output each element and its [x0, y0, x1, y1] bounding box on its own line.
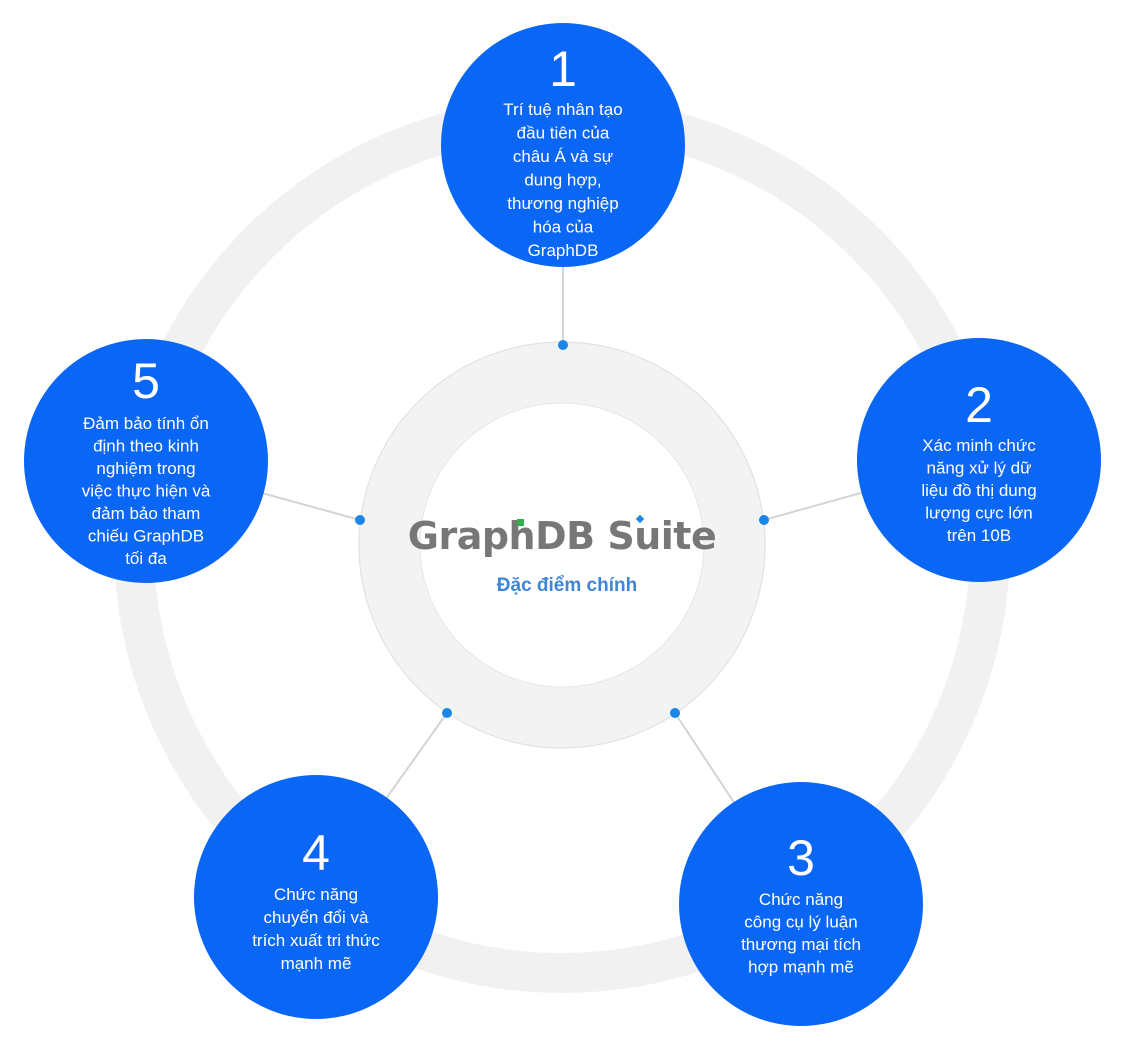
feature-number-1: 1	[549, 41, 577, 97]
feature-number-4: 4	[302, 825, 330, 881]
feature-5-line: định theo kinh	[93, 437, 199, 456]
feature-5-line: việc thực hiện và	[82, 482, 211, 501]
feature-2-line: Xác minh chức	[922, 436, 1036, 455]
connector-dot-4	[442, 708, 452, 718]
feature-2-line: lượng cực lớn	[925, 504, 1032, 523]
feature-description-4: Chức năng chuyển đổi và trích xuất tri thứ…	[252, 885, 380, 973]
feature-description-3: Chức năng công cụ lý luận thương mại tích h…	[741, 890, 861, 977]
feature-1-line: Trí tuệ nhân tạo	[503, 100, 622, 119]
feature-3-line: công cụ lý luận	[744, 913, 857, 932]
feature-description-5: Đảm bảo tính ổn định theo kinh nghiệm tron…	[82, 414, 211, 568]
feature-1-line: châu Á và sự	[513, 147, 613, 166]
feature-4-line: trích xuất tri thức	[252, 931, 380, 950]
feature-4-line: chuyển đổi và	[264, 908, 369, 927]
feature-number-5: 5	[132, 353, 160, 409]
feature-3-line: hợp mạnh mẽ	[748, 958, 854, 977]
graphdb-suite-logo: GraphDB Suite	[408, 514, 717, 558]
feature-5-line: tối đa	[125, 549, 167, 568]
feature-5-line: nghiệm trong	[96, 459, 195, 478]
feature-2-line: trên 10B	[947, 526, 1011, 545]
feature-4-line: Chức năng	[274, 885, 358, 904]
connector-dot-2	[759, 515, 769, 525]
feature-2-line: năng xử lý dữ	[927, 459, 1032, 478]
feature-circle-3	[679, 782, 923, 1026]
center-subtitle: Đặc điểm chính	[497, 575, 637, 596]
feature-circle-4	[194, 775, 438, 1019]
connector-dot-5	[355, 515, 365, 525]
feature-3-line: thương mại tích	[741, 935, 861, 954]
feature-description-1: Trí tuệ nhân tạo đầu tiên của châu Á và sự…	[503, 100, 622, 260]
feature-1-line: GraphDB	[528, 241, 599, 260]
feature-circle-1	[441, 23, 685, 267]
feature-2-line: liệu đồ thị dung	[921, 481, 1036, 500]
connector-dot-3	[670, 708, 680, 718]
center-circle	[419, 402, 705, 688]
feature-circle-2	[857, 338, 1101, 582]
feature-1-line: dung hợp,	[524, 171, 601, 190]
logo-green-mark	[517, 519, 524, 526]
feature-3-line: Chức năng	[759, 890, 843, 909]
feature-4-line: mạnh mẽ	[281, 954, 352, 973]
feature-5-line: chiếu GraphDB	[88, 527, 204, 546]
feature-1-line: hóa của	[533, 218, 594, 237]
feature-5-line: Đảm bảo tính ổn	[83, 414, 209, 433]
feature-description-2: Xác minh chức năng xử lý dữ liệu đồ thị du…	[921, 436, 1036, 545]
logo-text: GraphDB Suite	[408, 514, 716, 558]
logo-blue-mark	[635, 514, 645, 524]
feature-1-line: thương nghiệp	[507, 194, 618, 213]
feature-5-line: đảm bảo tham	[92, 504, 201, 523]
feature-circle-5	[24, 339, 268, 583]
connector-dot-1	[558, 340, 568, 350]
feature-number-2: 2	[965, 377, 993, 433]
feature-1-line: đầu tiên của	[517, 124, 610, 143]
feature-number-3: 3	[787, 830, 815, 886]
